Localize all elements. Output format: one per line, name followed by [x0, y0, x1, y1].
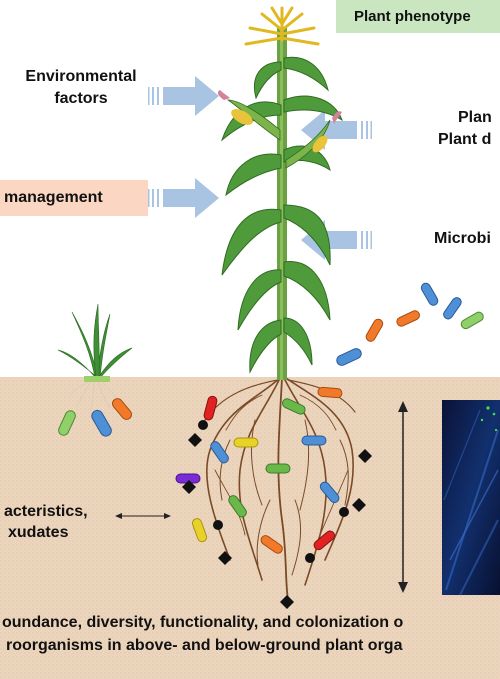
- plant-genotype-label-2: Plant d: [438, 131, 492, 148]
- soil-layer: [0, 377, 500, 679]
- soil-characteristics-label-1: acteristics,: [4, 503, 88, 520]
- microbiome-label: Microbi: [434, 230, 491, 247]
- caption-line-2: roorganisms in above- and below-ground p…: [6, 637, 403, 654]
- environmental-factors-label-2: factors: [54, 90, 108, 107]
- plant-phenotype-box: Plant phenotype: [336, 0, 500, 33]
- exudate-arrow: [115, 513, 171, 519]
- soil-characteristics-label-2: xudates: [8, 524, 69, 541]
- plant-phenotype-label: Plant phenotype: [354, 8, 471, 25]
- depth-arrow: [398, 401, 408, 593]
- environmental-factors-label-1: Environmental: [25, 68, 137, 85]
- plant-genotype-label-1: Plan: [458, 109, 492, 126]
- arrow-environmental-icon: [148, 76, 219, 116]
- microbes: [58, 282, 484, 554]
- arrow-management-icon: [148, 178, 219, 218]
- microscopy-image: [442, 400, 500, 596]
- seedling-plant: [57, 303, 133, 413]
- root-system: [204, 377, 356, 601]
- corn-plant: [217, 6, 343, 380]
- management-box: management: [0, 180, 148, 216]
- management-label: management: [4, 189, 103, 206]
- exudate-markers: [182, 420, 372, 609]
- caption-line-1: oundance, diversity, functionality, and …: [2, 614, 404, 631]
